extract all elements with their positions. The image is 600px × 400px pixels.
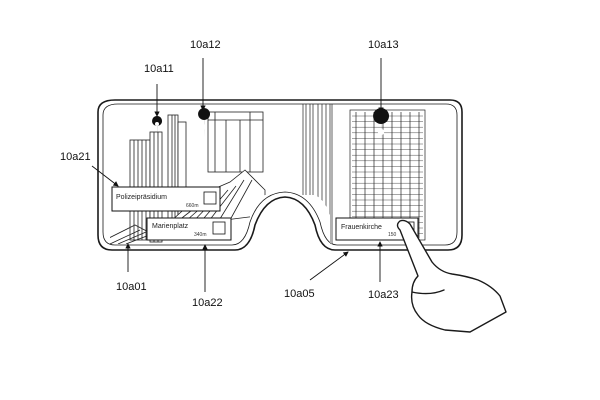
info-card-1[interactable]: Polizeipräsidium 660m [111, 186, 221, 212]
ref-label-card-2: 10a22 [192, 297, 223, 309]
ref-label-pin-2: 10a12 [190, 39, 221, 51]
ref-label-card-3: 10a23 [368, 289, 399, 301]
ref-label-pin-3: 10a13 [368, 39, 399, 51]
ref-label-lens-right: 10a05 [284, 288, 315, 300]
card-2-distance: 340m [194, 232, 207, 238]
glasses-frame-inner [102, 103, 458, 246]
ref-label-lens-left: 10a01 [116, 281, 147, 293]
pointing-hand-icon [396, 219, 507, 333]
card-3-distance: 150 [388, 232, 397, 238]
info-card-2[interactable]: Marienplatz 340m [146, 217, 232, 241]
ref-label-pin-1: 10a11 [144, 63, 174, 75]
card-1-name: Polizeipräsidium [116, 194, 167, 201]
location-pin-icon [152, 116, 163, 140]
card-3-name: Frauenkirche [341, 224, 382, 231]
leader-lines [91, 58, 384, 292]
ref-label-card-1: 10a21 [60, 151, 91, 163]
card-1-distance: 660m [186, 203, 199, 209]
location-pin-icon [198, 108, 211, 138]
glasses-frame [97, 99, 463, 251]
location-pin-icon [373, 108, 390, 146]
card-2-name: Marienplatz [152, 223, 189, 230]
